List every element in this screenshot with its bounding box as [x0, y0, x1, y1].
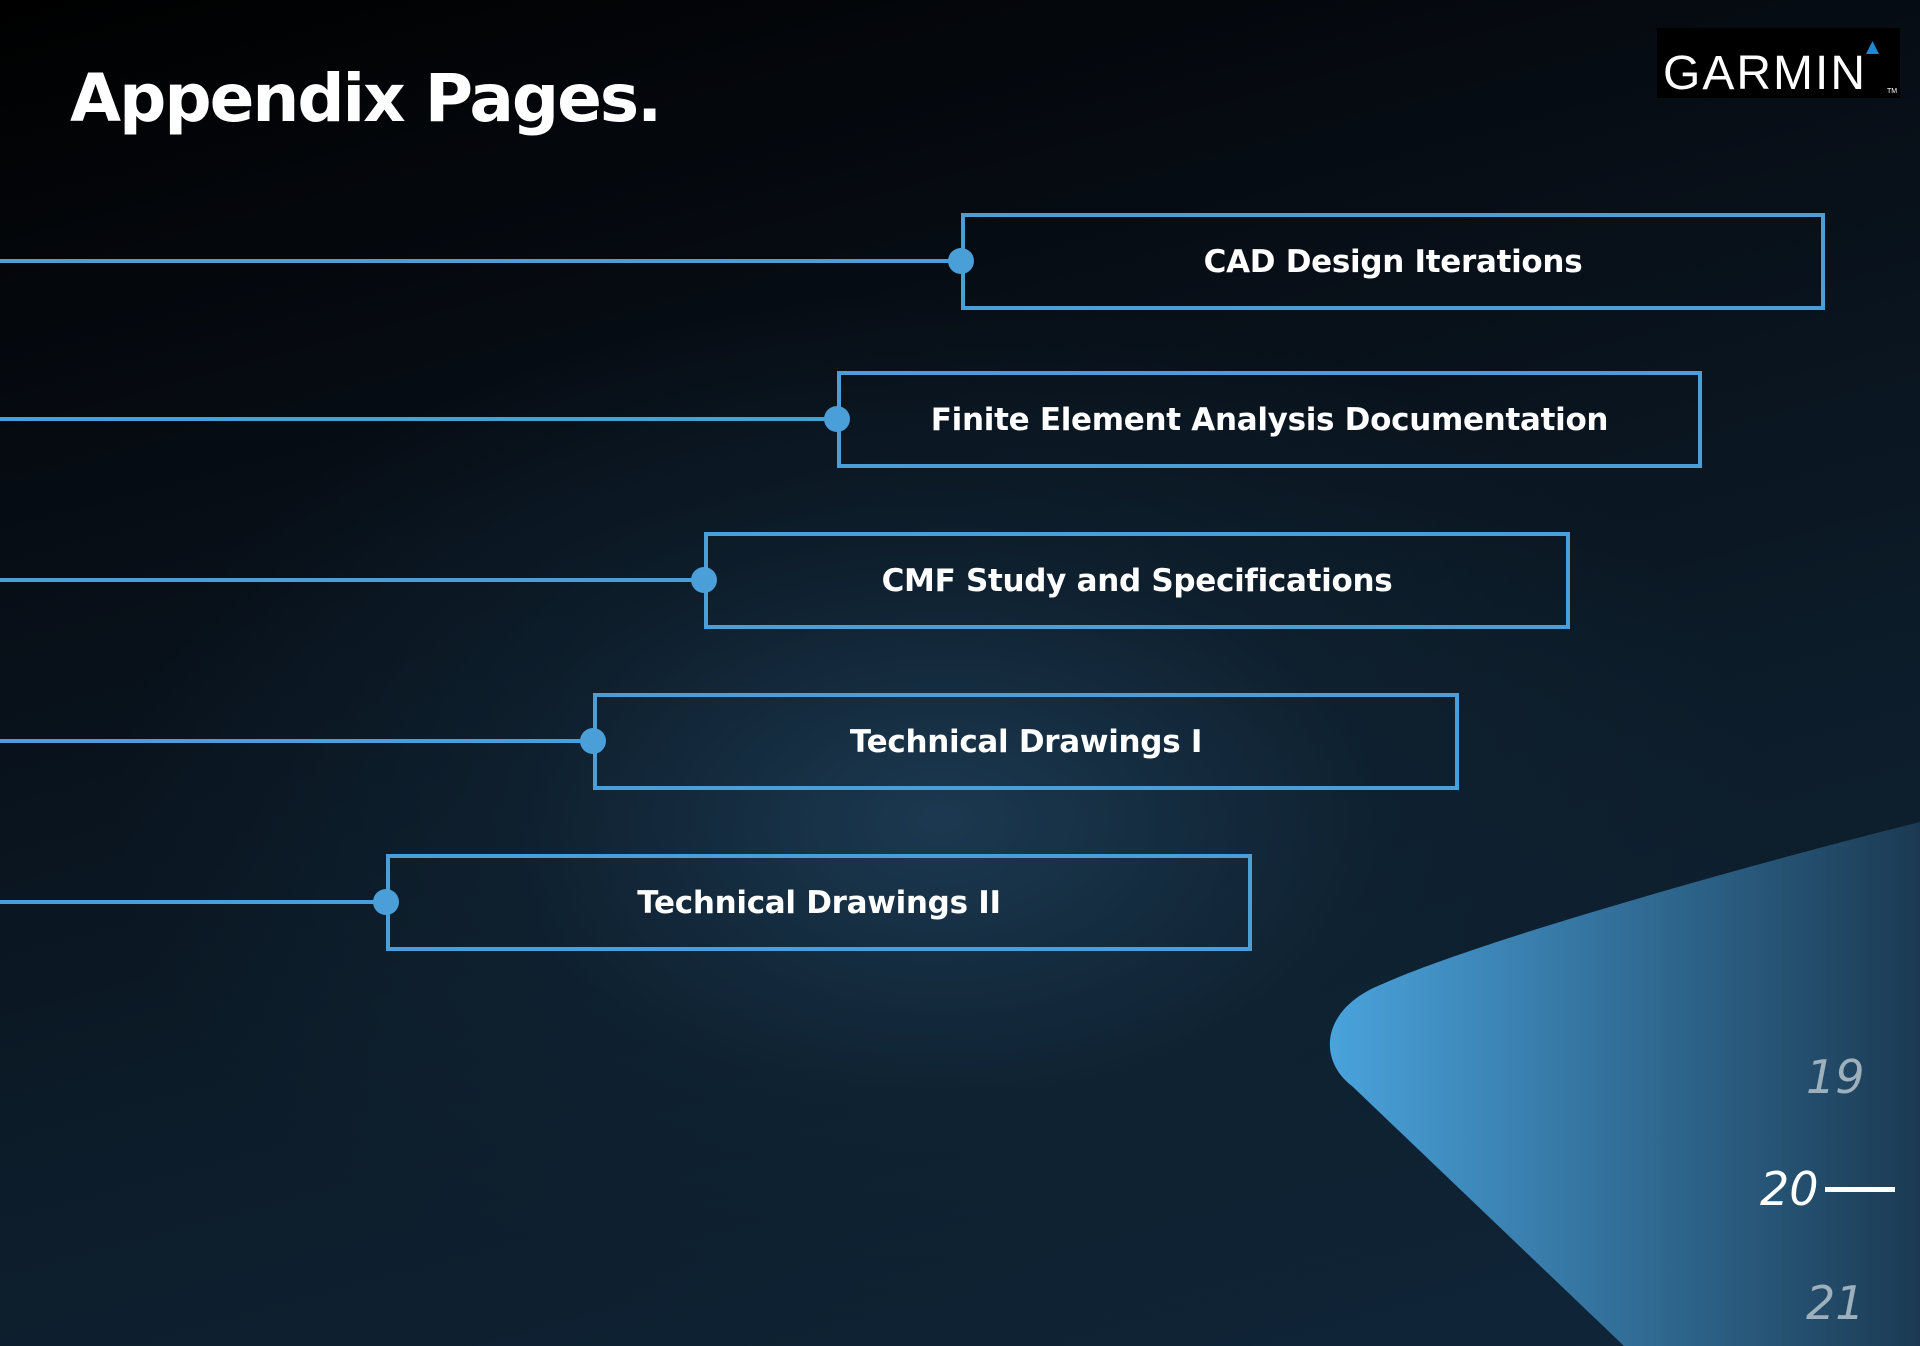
connector-line [0, 739, 594, 743]
appendix-link-technical-drawings-i[interactable]: Technical Drawings I [593, 693, 1459, 790]
page-number-previous[interactable]: 19 [1806, 1050, 1865, 1104]
appendix-link-label: CAD Design Iterations [1203, 243, 1583, 280]
page-number-current: 20 [1760, 1162, 1819, 1216]
garmin-logo[interactable]: GARMIN TM [1657, 28, 1900, 98]
page-number-next[interactable]: 21 [1806, 1276, 1865, 1330]
appendix-link-finite-element-analysis[interactable]: Finite Element Analysis Documentation [837, 371, 1702, 468]
appendix-link-label: Technical Drawings I [849, 723, 1203, 760]
appendix-link-cmf-study[interactable]: CMF Study and Specifications [704, 532, 1570, 629]
garmin-wordmark: GARMIN [1663, 47, 1867, 100]
appendix-link-technical-drawings-ii[interactable]: Technical Drawings II [386, 854, 1252, 951]
connector-line [0, 578, 705, 582]
appendix-link-cad-design-iterations[interactable]: CAD Design Iterations [961, 213, 1825, 310]
connector-line [0, 900, 387, 904]
trademark-mark: TM [1887, 88, 1898, 95]
appendix-link-label: Finite Element Analysis Documentation [930, 401, 1609, 438]
appendix-link-label: Technical Drawings II [637, 884, 1001, 921]
page-title: Appendix Pages. [70, 60, 662, 137]
connector-line [0, 417, 838, 421]
garmin-triangle-icon [1866, 41, 1879, 54]
connector-line [0, 259, 962, 263]
appendix-link-label: CMF Study and Specifications [881, 562, 1393, 599]
current-page-indicator [1825, 1187, 1895, 1192]
